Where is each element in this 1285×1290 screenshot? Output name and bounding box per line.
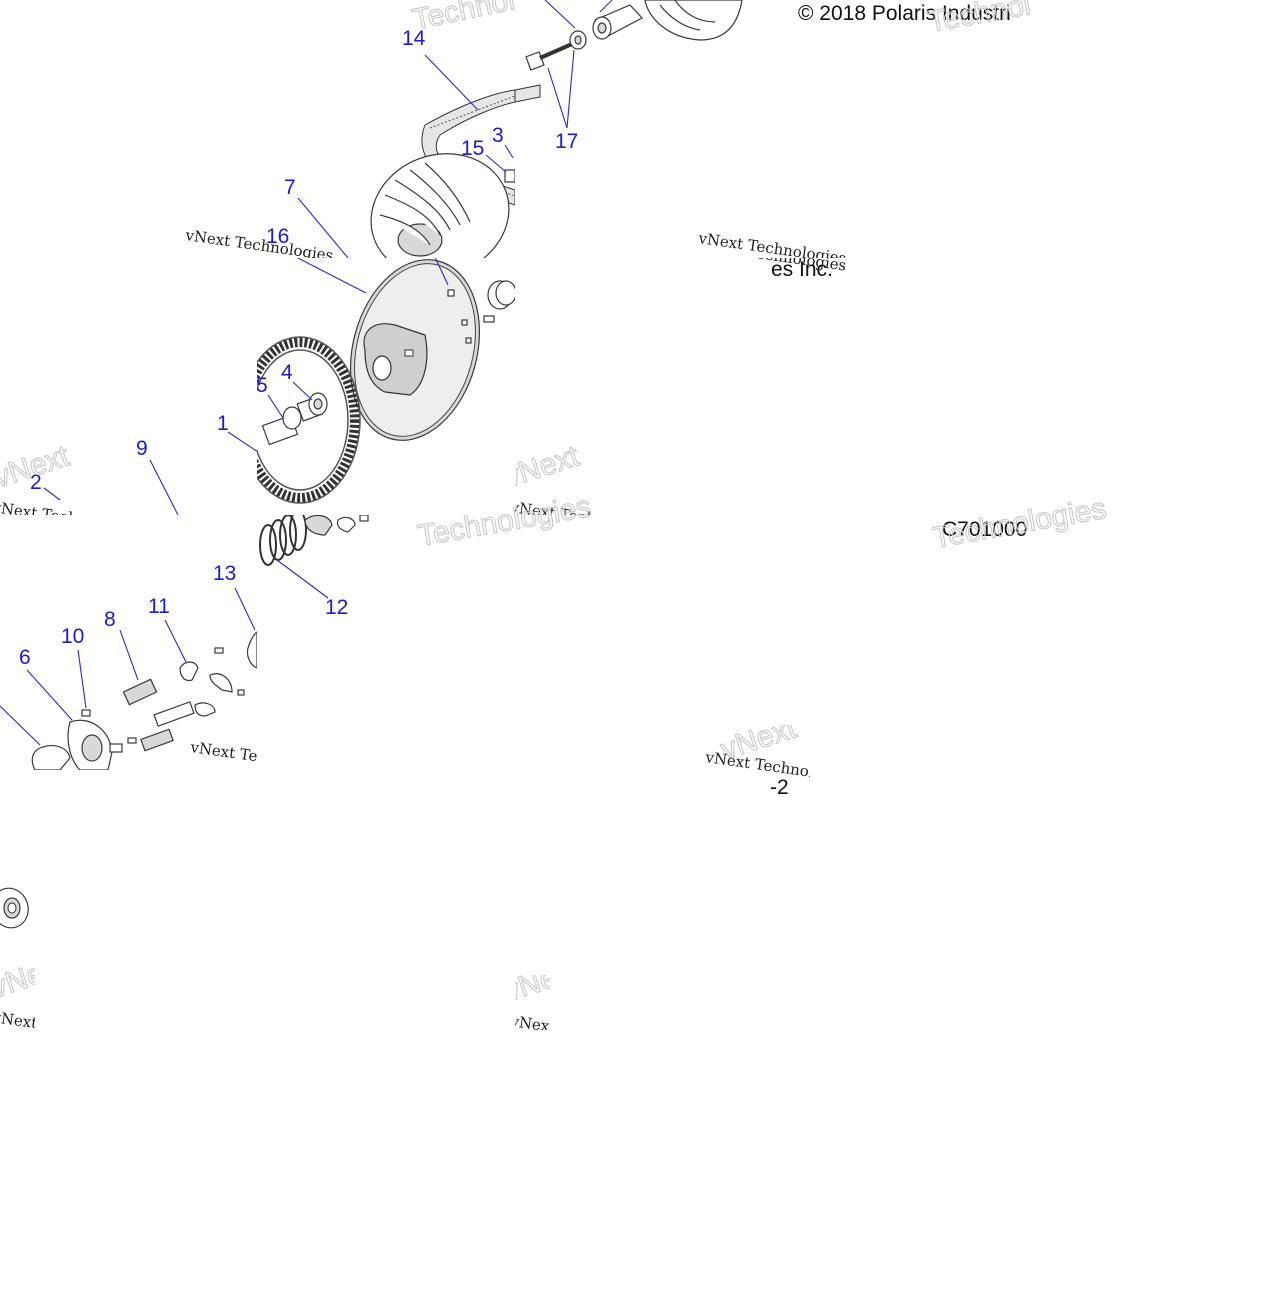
callout-3[interactable]: 3 (492, 124, 504, 147)
driven-sheave (370, 153, 510, 258)
cam-arm-6 (31, 719, 123, 770)
bolt-10 (81, 709, 91, 717)
weight-pair-b (140, 728, 174, 752)
leader-13 (234, 587, 256, 631)
watermark-script-6: vNext Technologies (188, 738, 339, 777)
pin-c (127, 737, 137, 744)
leader-16 (296, 258, 367, 294)
bolt-17 (525, 30, 587, 71)
tile-mid-center: 5 4 (256, 258, 515, 504)
tile-bottom-mid: vNext vNext Technologies (500, 953, 659, 1051)
watermark-outline-6: Technologies (930, 492, 1108, 555)
tile-top-right: 17 © 2018 Polaris Industri Technologies … (515, 0, 1103, 258)
watermark-outline-5: Technologies (415, 490, 593, 553)
callout-6[interactable]: 6 (19, 646, 31, 669)
cam-edge (246, 631, 257, 669)
leader-4 (292, 381, 313, 401)
tile-bottom-left: vNext vNext Technologies (0, 887, 142, 1047)
leader-7 (297, 197, 349, 258)
tile-mid-left: 1 9 2 vNext vNext Technologies (0, 412, 257, 537)
callout-2[interactable]: 2 (30, 471, 42, 494)
spring-upper (447, 280, 515, 344)
callout-12[interactable]: 12 (325, 596, 348, 619)
copyright-text: © 2018 Polaris Industri (798, 2, 1011, 25)
watermark-outline-9: vNext (500, 953, 584, 1008)
callout-1[interactable]: 1 (217, 412, 229, 435)
weight-8 (122, 678, 158, 706)
callout-13[interactable]: 13 (213, 562, 236, 585)
sheave-upper (644, 0, 743, 41)
roller-a (194, 702, 216, 717)
watermark-script-9: vNext Technologies (508, 1012, 659, 1051)
leader-6 (26, 669, 73, 721)
leader-edge (0, 705, 41, 746)
watermark-script-8: vNext Technologies (0, 1008, 142, 1047)
watermark-outline-8: vNext (0, 949, 71, 1004)
tile-top-left: 14 7 16 15 3 Technologies vNext Technolo… (183, 0, 588, 265)
washer-part (0, 887, 29, 929)
spacer (592, 4, 643, 40)
watermark-outline-2: Technologies (925, 0, 1103, 39)
diagram-code: C701000 (942, 518, 1027, 541)
leader-17b (566, 49, 575, 129)
watermark-script-3: vNext Technologies (0, 498, 142, 537)
copyright-fragment: es Inc. (771, 258, 833, 281)
leader-9 (149, 459, 179, 515)
watermark-script: vNext Technologies (183, 226, 334, 265)
tile-lower-left: 13 8 11 10 6 vNext Technologies (0, 562, 339, 777)
spring-12 (259, 515, 369, 566)
leader-12 (276, 559, 329, 599)
roller-b (209, 673, 233, 693)
watermark-outline: Technologies (410, 0, 588, 37)
callout-7[interactable]: 7 (284, 176, 296, 199)
callout-15[interactable]: 15 (461, 137, 484, 160)
leader-5 (267, 394, 284, 419)
pin-a (214, 647, 224, 654)
callout-14[interactable]: 14 (402, 27, 426, 50)
drive-belt-end (515, 84, 541, 103)
leader-14 (424, 54, 479, 111)
leader-1 (227, 431, 257, 452)
leader-8 (119, 629, 139, 681)
drive-sheave-disk (349, 259, 481, 441)
tile-spring (259, 515, 369, 566)
callout-5[interactable]: 5 (256, 374, 268, 397)
leader-17 (547, 67, 568, 129)
weight-pair-a (153, 701, 195, 727)
callout-11[interactable]: 11 (148, 595, 170, 618)
callout-16[interactable]: 16 (266, 225, 289, 248)
leader-15 (485, 154, 507, 173)
leader-10 (77, 649, 87, 709)
callout-9[interactable]: 9 (136, 437, 148, 460)
pin-b (237, 689, 245, 696)
diagram-code-fragment: -2 (770, 776, 789, 799)
leader-2 (43, 487, 61, 501)
callout-8[interactable]: 8 (104, 608, 116, 631)
callout-4[interactable]: 4 (281, 361, 293, 384)
weight-11 (179, 661, 199, 682)
leader-11 (164, 619, 187, 663)
shaft-assembly (261, 392, 328, 446)
bolt (504, 169, 515, 183)
watermark-outline-4: vNext (500, 439, 584, 494)
callout-17[interactable]: 17 (555, 130, 578, 153)
callout-10[interactable]: 10 (61, 625, 84, 648)
leader-3 (504, 144, 514, 159)
tile-mid-right: es Inc. vNext Technologies vNext vNext T… (500, 258, 848, 515)
leader-sheave (434, 258, 449, 286)
roller-belt-ring (257, 336, 361, 504)
